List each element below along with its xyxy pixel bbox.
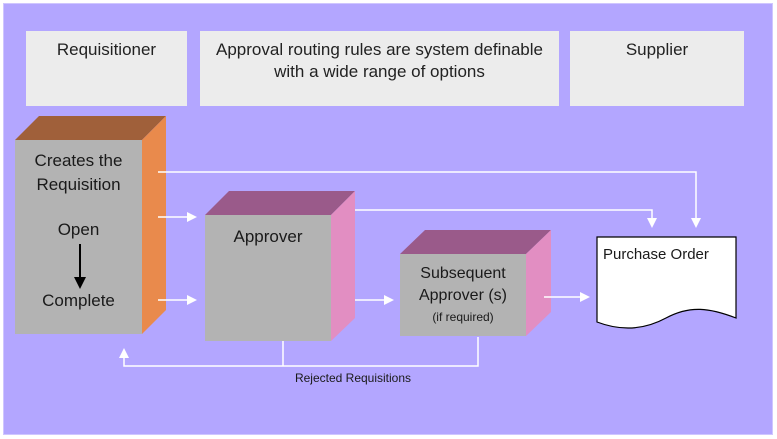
- subsequent-approver-title: Subsequent Approver (s): [418, 265, 508, 304]
- requisition-title: Creates the Requisition: [34, 151, 123, 194]
- requisition-block-top: [15, 116, 166, 140]
- purchase-order-label: Purchase Order: [603, 246, 709, 263]
- requisition-block-front: [15, 140, 142, 334]
- supplier-header-text: Supplier: [625, 40, 689, 59]
- subsequent-block-top: [400, 230, 551, 254]
- approver-title: Approver: [233, 227, 303, 246]
- approver-to-po-arrow: [355, 209, 657, 228]
- supplier-header: Supplier: [570, 31, 744, 106]
- routing-rules-header: Approval routing rules are system defina…: [200, 31, 559, 106]
- rejected-requisitions-label: Rejected Requisitions: [294, 371, 412, 385]
- requisition-block-side: [142, 116, 166, 334]
- approver-block: [205, 191, 355, 341]
- requisitioner-header-text: Requisitioner: [56, 40, 157, 59]
- subsequent-block-front: [400, 254, 526, 336]
- approver-block-top: [205, 191, 355, 215]
- requisitioner-header: Requisitioner: [26, 31, 187, 106]
- req-to-po-arrow: [158, 171, 701, 228]
- approver-block-front: [205, 215, 331, 341]
- routing-rules-header-text: Approval routing rules are system defina…: [216, 40, 543, 81]
- state-complete-label: Complete: [42, 291, 115, 310]
- approver-block-side: [331, 191, 355, 341]
- subsequent-approver-block: [400, 230, 551, 336]
- purchase-order-document: [596, 236, 737, 329]
- subsequent-approver-note: (if required): [432, 310, 494, 324]
- state-open-label: Open: [57, 220, 100, 239]
- requisition-block: [15, 116, 166, 334]
- subsequent-block-side: [526, 230, 551, 336]
- rejected-return-line: [119, 337, 479, 367]
